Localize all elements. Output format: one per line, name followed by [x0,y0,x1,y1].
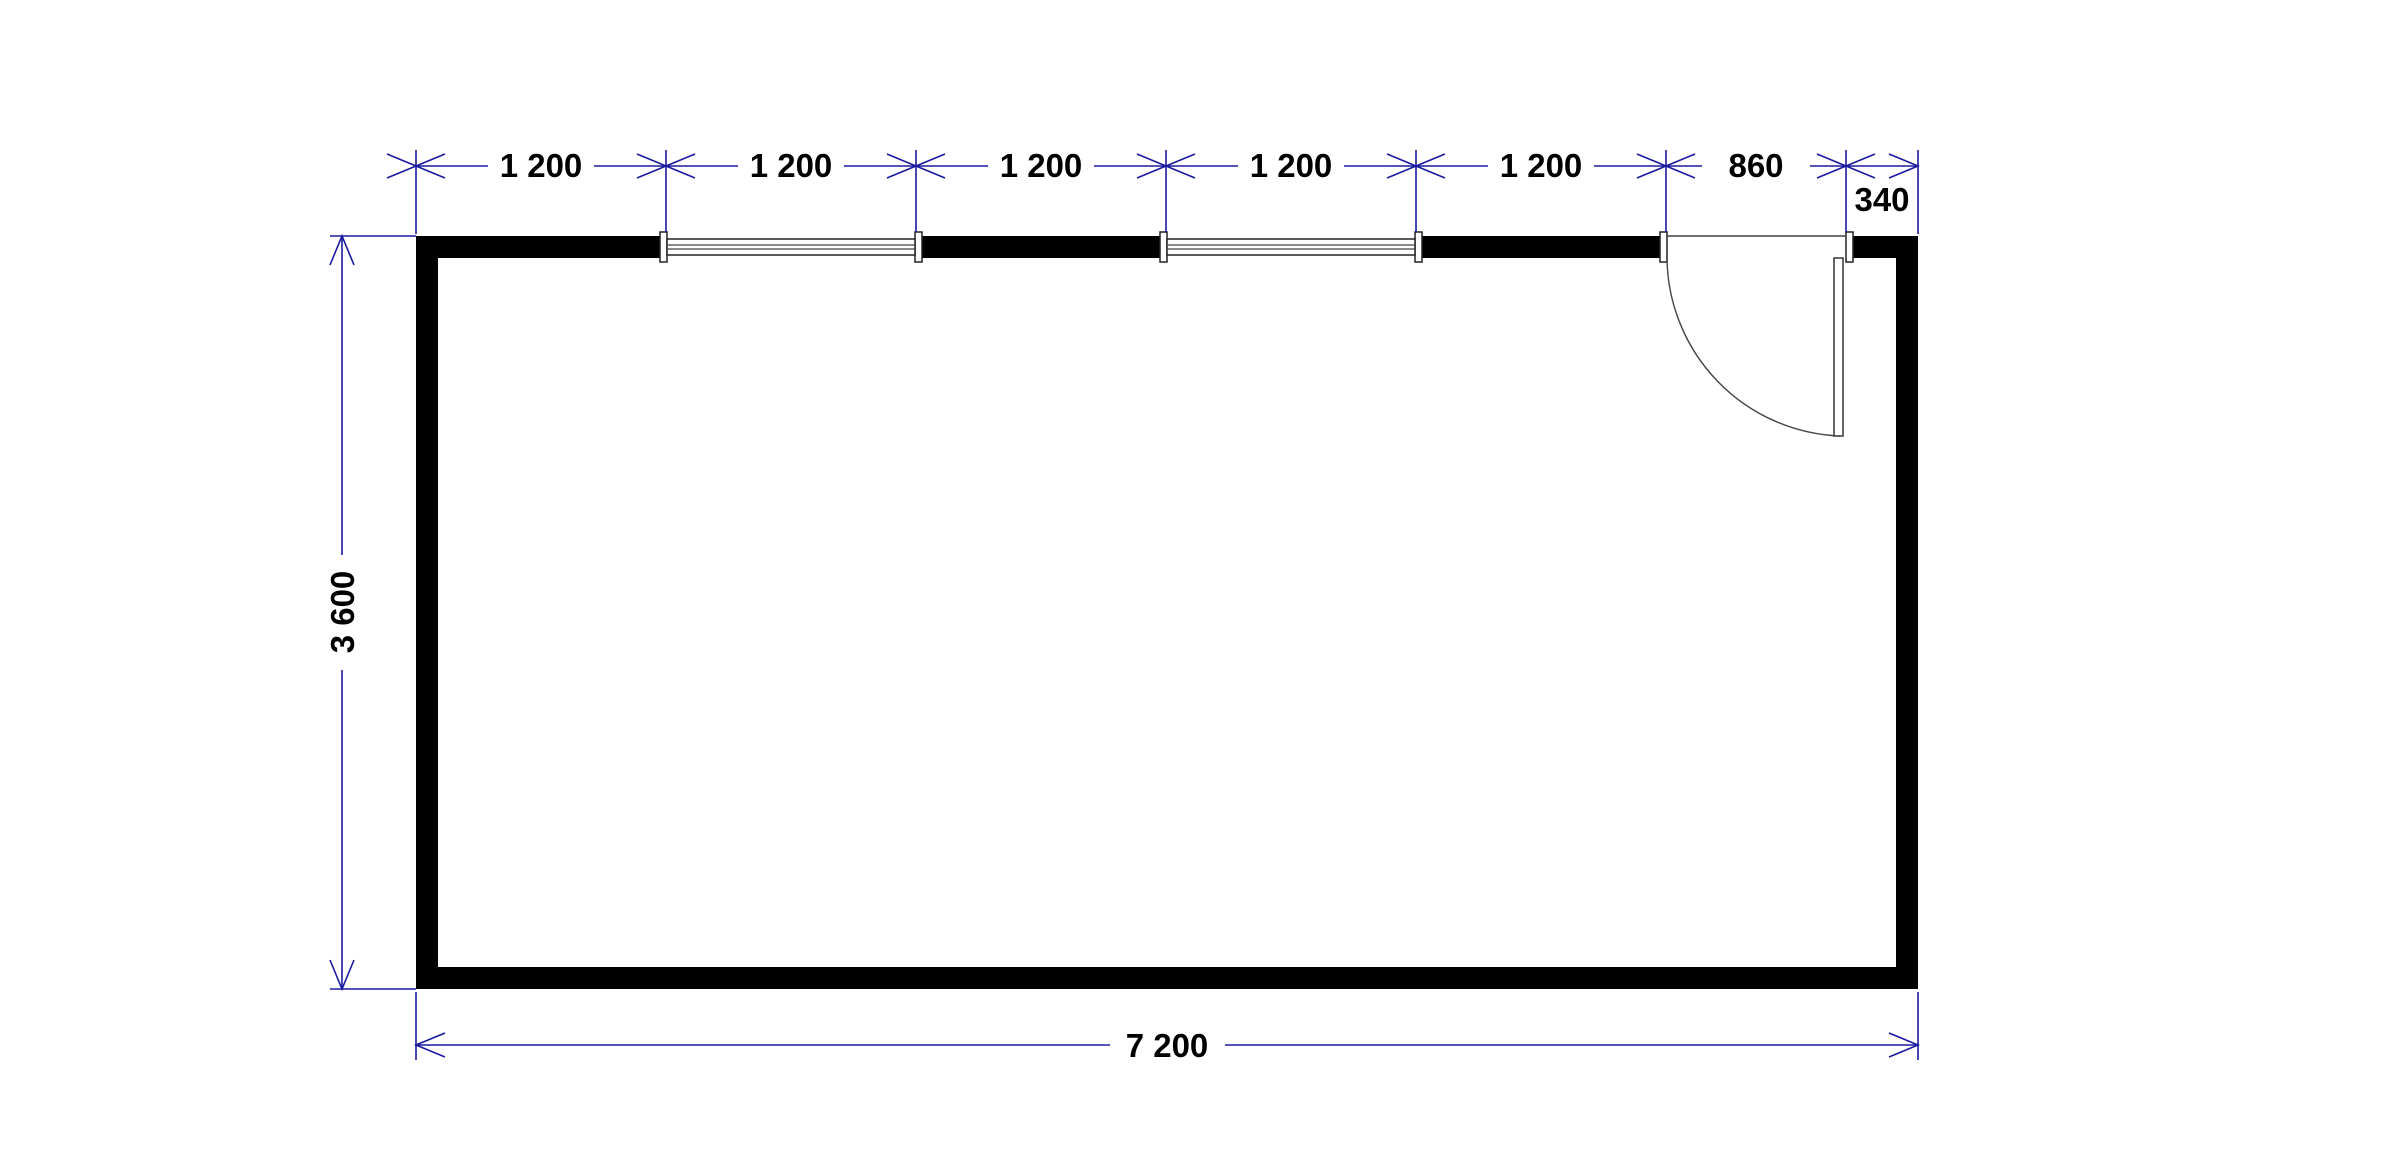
wall-top-segment-1 [416,236,666,258]
bottom-dimension: 7 200 [413,992,1921,1064]
door-swing-arc [1666,257,1841,437]
window-1-jamb-right [914,231,923,263]
top-dimension-label-7: 340 [1854,181,1909,218]
window-2-jamb-left [1159,231,1168,263]
door-jamb-left [1659,231,1668,263]
arrow-pair-8 [1888,153,1921,179]
top-dimension-label-3: 1 200 [1000,147,1083,184]
bottom-dimension-label: 7 200 [1126,1027,1209,1064]
window-2 [1159,231,1423,263]
left-dimension-label: 3 600 [324,571,361,654]
arrow-pair-7 [1816,153,1876,179]
window-2-jamb-right [1414,231,1423,263]
arrow-pair-5 [1386,153,1446,179]
wall-top-segment-2 [916,236,1166,258]
door [1659,231,1854,437]
top-dimension-chain: 1 200 1 200 1 200 1 200 1 200 860 340 [386,147,1921,234]
top-dimension-label-5: 1 200 [1500,147,1583,184]
window-1-jamb-left [659,231,668,263]
window-1-frame [666,238,916,256]
wall-left [416,236,438,989]
wall-top-segment-3 [1416,236,1666,258]
wall-bottom [416,967,1918,989]
top-dimension-label-2: 1 200 [750,147,833,184]
left-dimension-arrow-top [329,233,355,266]
top-dimension-label-1: 1 200 [500,147,583,184]
left-dimension-arrow-bottom [329,959,355,992]
wall-right [1896,236,1918,989]
arrow-pair-1 [386,153,446,179]
window-1 [659,231,923,263]
door-jamb-right [1845,231,1854,263]
left-dimension: 3 600 [324,233,416,992]
top-dimension-labels: 1 200 1 200 1 200 1 200 1 200 860 340 [500,147,1910,218]
window-2-frame [1166,238,1416,256]
top-extension-lines [415,150,1919,234]
arrow-pair-6 [1636,153,1696,179]
arrow-pair-2 [636,153,696,179]
bottom-dimension-arrow-left [413,1032,446,1058]
top-dimension-arrows [386,153,1921,179]
door-leaf [1833,257,1844,437]
arrow-pair-3 [886,153,946,179]
bottom-dimension-arrow-right [1888,1032,1921,1058]
room-walls [416,236,1918,989]
top-dimension-label-6: 860 [1728,147,1783,184]
arrow-pair-4 [1136,153,1196,179]
top-dimension-label-4: 1 200 [1250,147,1333,184]
